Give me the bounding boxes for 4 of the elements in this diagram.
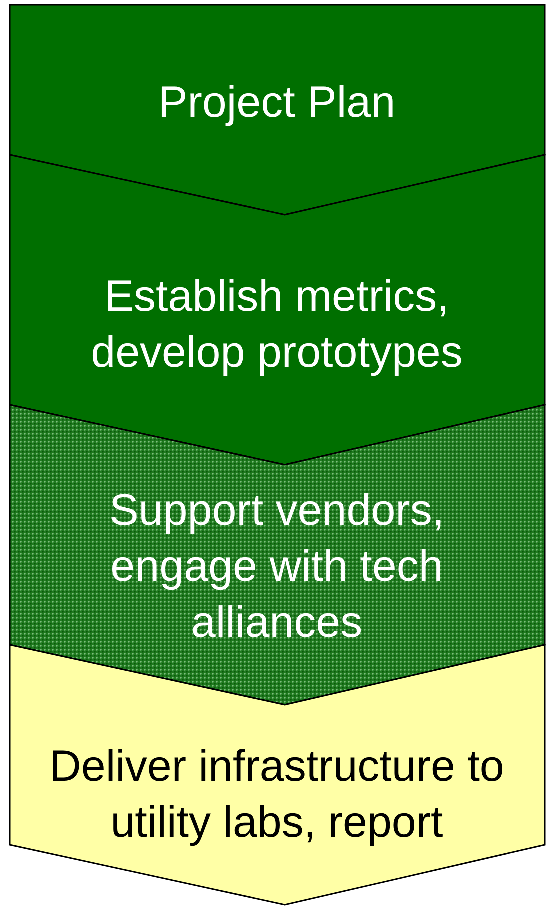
step-text: Establish metrics, develop prototypes bbox=[90, 271, 464, 379]
step-text: Support vendors, engage with tech alliances bbox=[108, 485, 446, 649]
step-text: Deliver infrastructure to utility labs, report bbox=[48, 741, 506, 849]
step-text: Project Plan bbox=[157, 77, 397, 129]
